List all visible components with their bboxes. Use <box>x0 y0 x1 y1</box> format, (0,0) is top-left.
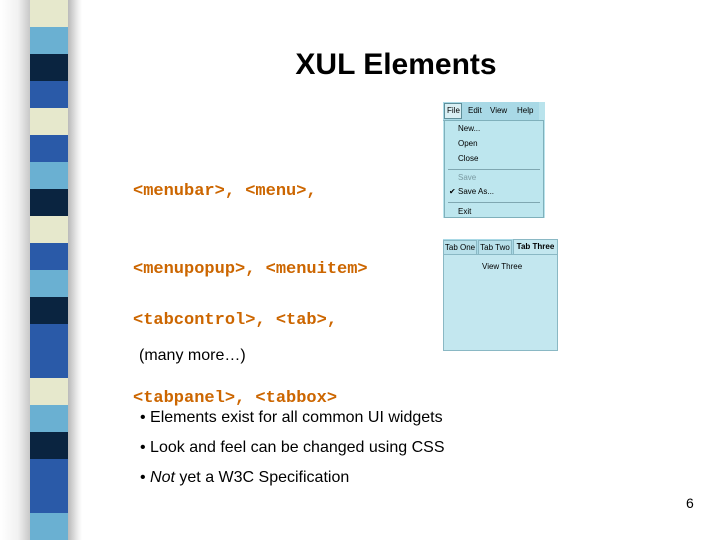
menuitem-save: Save <box>458 173 477 182</box>
stripe-block <box>30 27 68 54</box>
stripe-block <box>30 459 68 486</box>
stripe-block <box>30 486 68 513</box>
tabbox-example-screenshot: Tab One Tab Two Tab Three View Three <box>443 239 558 351</box>
bullet-list: • Elements exist for all common UI widge… <box>140 407 444 497</box>
code-line: <menupopup>, <menuitem> <box>133 260 368 279</box>
tabpanel-text: View Three <box>482 262 523 271</box>
stripe-block <box>30 135 68 162</box>
tab-row: Tab One Tab Two Tab Three <box>443 239 558 255</box>
stripe-block <box>30 54 68 81</box>
code-line: <tabpanel>, <tabbox> <box>133 389 338 408</box>
menuitem-exit[interactable]: Exit <box>458 207 472 216</box>
stripe-block <box>30 243 68 270</box>
stripe-block <box>30 351 68 378</box>
bullet-text: yet a W3C Specification <box>174 469 350 486</box>
decorative-stripe <box>30 0 68 540</box>
bullet-marker: • <box>140 469 151 486</box>
file-menu-highlight <box>444 103 462 119</box>
stripe-block <box>30 189 68 216</box>
bullet-emphasis: Not <box>150 469 175 486</box>
menu-elements-code: <menubar>, <menu>, <menupopup>, <menuite… <box>133 127 368 309</box>
tab-two[interactable]: Tab Two <box>478 240 512 254</box>
menuitem-close[interactable]: Close <box>458 154 479 163</box>
stripe-block <box>30 162 68 189</box>
stripe-block <box>30 324 68 351</box>
menu-file[interactable]: File <box>447 106 460 115</box>
stripe-block <box>30 270 68 297</box>
bullet-item: • Look and feel can be changed using CSS <box>140 437 444 467</box>
menu-separator <box>448 202 540 203</box>
tabpanel: View Three <box>443 254 558 351</box>
menuitem-new[interactable]: New... <box>458 124 481 133</box>
menu-example-screenshot: File Edit View Help New... Open Close Sa… <box>443 102 545 218</box>
bullet-text: Look and feel can be changed using CSS <box>150 439 445 456</box>
page-number: 6 <box>686 495 694 511</box>
tab-one[interactable]: Tab One <box>443 240 477 254</box>
menuitem-save-as[interactable]: Save As... <box>458 187 495 196</box>
checkmark-icon: ✔ <box>449 187 456 196</box>
bullet-item: • Not yet a W3C Specification <box>140 467 444 497</box>
stripe-block <box>30 216 68 243</box>
menu-help[interactable]: Help <box>517 106 534 115</box>
bullet-text: Elements exist for all common UI widgets <box>150 409 443 426</box>
menu-edit[interactable]: Edit <box>468 106 482 115</box>
tab-elements-code: <tabcontrol>, <tab>, <tabpanel>, <tabbox… <box>133 256 337 438</box>
slide-title: XUL Elements <box>295 48 497 81</box>
stripe-block <box>30 81 68 108</box>
stripe-block <box>30 108 68 135</box>
tab-three[interactable]: Tab Three <box>513 239 558 255</box>
code-line: <menubar>, <menu>, <box>133 182 317 201</box>
menu-view[interactable]: View <box>490 106 508 115</box>
code-line: <tabcontrol>, <tab>, <box>133 311 338 330</box>
bullet-marker: • <box>140 409 151 426</box>
decorative-gradient <box>0 0 30 540</box>
stripe-block <box>30 297 68 324</box>
stripe-block <box>30 513 68 540</box>
bullet-item: • Elements exist for all common UI widge… <box>140 407 444 437</box>
menuitem-open[interactable]: Open <box>458 139 478 148</box>
decorative-gradient-right <box>68 0 82 540</box>
stripe-block <box>30 0 68 27</box>
menupopup: New... Open Close Save ✔ Save As... Exit <box>444 120 544 218</box>
stripe-block <box>30 405 68 432</box>
menubar: File Edit View Help <box>443 102 539 121</box>
bullet-marker: • <box>140 439 151 456</box>
menu-separator <box>448 169 540 170</box>
stripe-block <box>30 378 68 405</box>
many-more-note: (many more…) <box>139 347 246 364</box>
stripe-block <box>30 432 68 459</box>
